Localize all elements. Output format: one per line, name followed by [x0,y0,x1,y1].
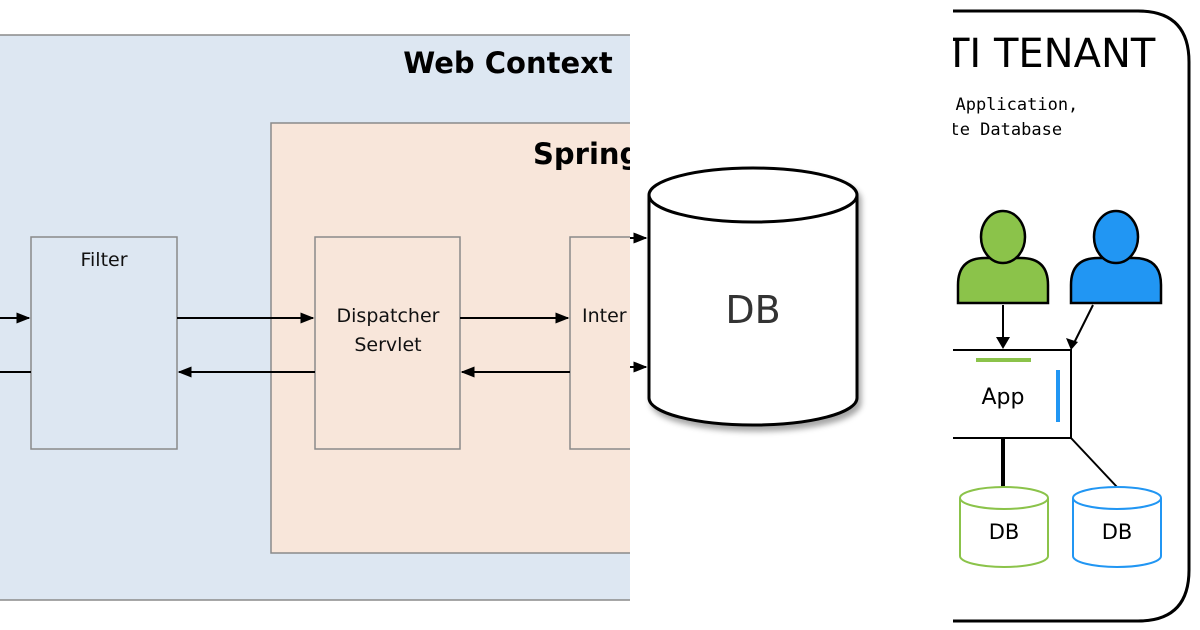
multi-tenant-svg: TI TENANT e Application, rate Database A… [953,9,1191,623]
multi-tenant-title: TI TENANT [953,31,1156,77]
filter-label: Filter [80,249,127,271]
dispatcher-label-line1: Dispatcher [337,305,440,327]
dispatcher-label-line2: Servlet [354,334,421,356]
web-context-svg: Web Context Spring Filter Dispatcher Ser… [0,34,630,601]
app-box [953,349,1072,439]
interceptor-box [569,236,630,450]
user-blue-icon [1069,209,1163,305]
filter-box [30,236,178,450]
multi-tenant-frame [953,9,1191,623]
db-green-cylinder [959,486,1049,568]
database-cylinder [647,166,859,427]
db-green-label: DB [989,520,1020,544]
multi-tenant-subtitle-line2: rate Database [953,120,1062,140]
database-figure: DB [630,166,859,427]
dispatcher-servlet-box [314,236,461,450]
app-to-db-right [1070,437,1118,488]
app-label: App [982,385,1025,410]
multi-tenant-subtitle-line1: e Application, [953,95,1078,115]
db-blue-cylinder [1072,486,1162,568]
arrow-blue-user-to-app [1072,304,1094,346]
user-green-icon [956,209,1050,305]
multi-tenant-panel: TI TENANT e Application, rate Database A… [953,0,1200,630]
web-context-title: Web Context [403,46,613,80]
web-context-diagram: Web Context Spring Filter Dispatcher Ser… [0,34,630,601]
db-blue-label: DB [1102,520,1133,544]
spring-title: Spring [533,137,630,171]
interceptor-label: Inter [582,305,627,327]
database-label: DB [725,288,780,332]
